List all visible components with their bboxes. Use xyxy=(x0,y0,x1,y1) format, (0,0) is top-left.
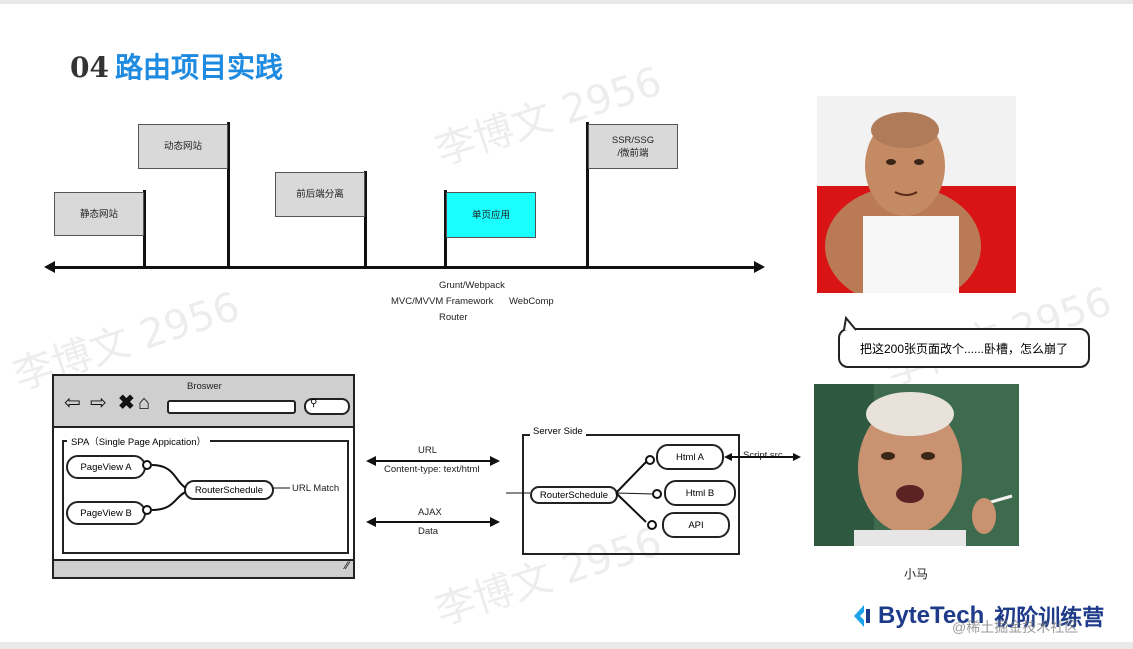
brand-logo: ByteTech 初阶训练营 xyxy=(852,600,1104,632)
meme-caption: 小马 xyxy=(904,567,929,581)
timeline-left-arrow-icon xyxy=(44,261,55,273)
flag-label-line1: SSR/SSG xyxy=(611,134,655,146)
resize-grip-icon: ⁄⁄ xyxy=(345,560,349,572)
meme-photo-bottom xyxy=(814,384,1019,546)
meme-photo-top-illustration xyxy=(817,96,1016,293)
home-icon: ⌂ xyxy=(138,392,151,414)
flag-frontend-backend-split: 前后端分离 xyxy=(275,172,365,217)
timeline-axis xyxy=(52,266,756,269)
flag-dynamic-site: 动态网站 xyxy=(138,124,228,169)
brand-name: ByteTech xyxy=(878,602,985,629)
arrowhead-icon xyxy=(490,517,500,527)
search-icon: ⚲ xyxy=(310,398,318,409)
script-src-label: Script src xyxy=(741,450,785,461)
browser-window: Broswer ⇦ ⇨ ✖ ⌂ ⚲ SPA（Single Page Appica… xyxy=(52,374,355,579)
port-circle xyxy=(142,505,152,515)
speech-bubble-tail xyxy=(843,316,857,331)
port-circle xyxy=(645,455,655,465)
arrowhead-icon xyxy=(490,456,500,466)
router-schedule-client: RouterSchedule xyxy=(184,480,274,500)
arrowhead-icon xyxy=(724,453,732,461)
arrowhead-icon xyxy=(793,453,801,461)
timeline-note-router: Router xyxy=(439,312,468,323)
meme-photo-top xyxy=(817,96,1016,293)
slide-number: 04 xyxy=(70,51,109,84)
brand-program: 初阶训练营 xyxy=(994,605,1105,630)
data-label: Data xyxy=(418,526,439,537)
api-node: API xyxy=(662,512,730,538)
flag-label-line2: /微前端 xyxy=(617,147,649,159)
connector-router-html-b xyxy=(615,492,653,495)
pageview-b: PageView B xyxy=(66,501,146,525)
forward-arrow-icon: ⇨ xyxy=(90,392,107,414)
arrowhead-icon xyxy=(366,517,376,527)
browser-toolbar: Broswer ⇦ ⇨ ✖ ⌂ ⚲ xyxy=(54,376,353,428)
timeline-note-framework: MVC/MVVM Framework xyxy=(391,296,494,307)
port-circle xyxy=(647,520,657,530)
arrowhead-icon xyxy=(366,456,376,466)
pageview-a: PageView A xyxy=(66,455,146,479)
slide-title-text: 路由项目实践 xyxy=(114,52,283,83)
timeline-note-build: Grunt/Webpack xyxy=(439,280,505,291)
flag-pole xyxy=(227,122,230,268)
flag-pole xyxy=(143,190,146,268)
connector-a-router xyxy=(151,464,187,489)
connector-b-router xyxy=(151,491,187,511)
content-type-label: Content-type: text/html xyxy=(384,464,480,475)
url-match-label: URL Match xyxy=(292,483,340,494)
spa-label: SPA（Single Page Appication） xyxy=(67,434,211,448)
diagram-connectors xyxy=(142,453,801,530)
router-schedule-server: RouterSchedule xyxy=(530,486,618,504)
speech-bubble: 把这200张页面改个......卧槽，怎么崩了 xyxy=(838,328,1090,368)
close-icon: ✖ xyxy=(118,392,135,414)
port-circle xyxy=(652,489,662,499)
timeline-note-webcomp: WebComp xyxy=(509,296,554,307)
html-a-node: Html A xyxy=(656,444,724,470)
speech-bubble-text: 把这200张页面改个......卧槽，怎么崩了 xyxy=(859,341,1069,356)
flag-ssr-microfrontend: SSR/SSG /微前端 xyxy=(588,124,678,169)
html-b-node: Html B xyxy=(664,480,736,506)
server-side-box xyxy=(522,434,740,555)
address-bar xyxy=(167,400,296,414)
flag-single-page-app: 单页应用 xyxy=(446,192,536,238)
juejin-watermark: @稀土掘金技术社区 xyxy=(952,619,1079,635)
flag-pole xyxy=(444,190,447,268)
timeline-right-arrow-icon xyxy=(754,261,765,273)
ajax-label: AJAX xyxy=(418,507,442,518)
url-label: URL xyxy=(418,445,438,456)
flag-pole xyxy=(586,122,589,268)
connector-router-api xyxy=(615,492,647,523)
browser-footer: ⁄⁄ xyxy=(54,559,353,577)
connector-router-html-a xyxy=(615,461,647,494)
server-side-label: Server Side xyxy=(530,426,586,437)
flag-static-site: 静态网站 xyxy=(54,192,144,236)
bytetech-logo-icon xyxy=(854,605,870,627)
port-circle xyxy=(142,460,152,470)
meme-photo-bottom-illustration xyxy=(814,384,1019,546)
search-box: ⚲ xyxy=(304,398,350,415)
flag-pole xyxy=(364,171,367,268)
back-arrow-icon: ⇦ xyxy=(64,392,81,414)
browser-title: Broswer xyxy=(187,381,222,392)
